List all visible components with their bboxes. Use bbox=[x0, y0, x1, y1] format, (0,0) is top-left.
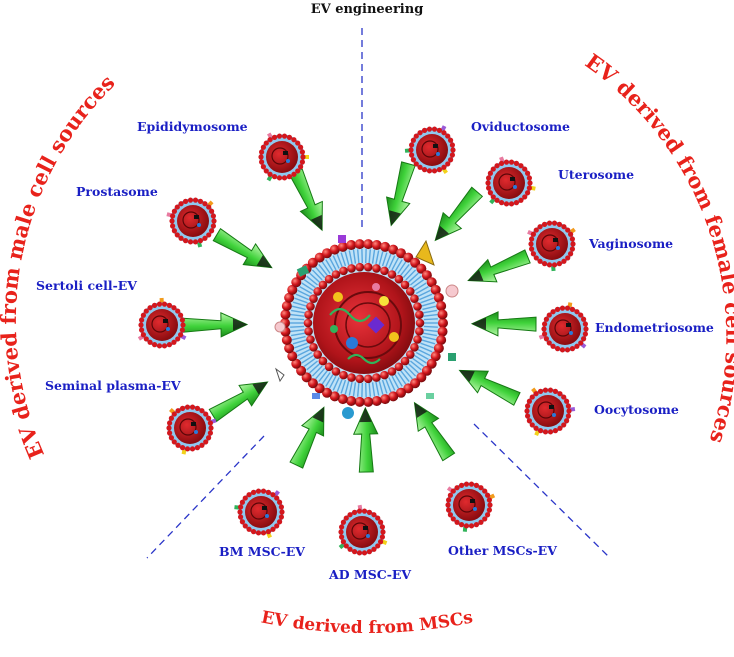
arrow-8 bbox=[472, 312, 536, 336]
label-uterosome: Uterosome bbox=[558, 167, 634, 182]
vesicle-uterosome bbox=[485, 157, 535, 207]
vesicle-oocytosome bbox=[524, 388, 575, 436]
label-sertoli-cell-ev: Sertoli cell-EV bbox=[36, 278, 137, 293]
top-title: EV engineering bbox=[0, 2, 734, 17]
vesicle-sertoli bbox=[138, 298, 187, 349]
label-ad-msc-ev: AD MSC-EV bbox=[329, 567, 411, 582]
central-ev bbox=[275, 235, 458, 419]
vesicle-seminal bbox=[166, 405, 216, 455]
vesicle-bm-msc-ev bbox=[234, 489, 284, 539]
arrow-10 bbox=[286, 402, 335, 470]
arrow-9 bbox=[454, 360, 522, 410]
vesicle-endometriosome bbox=[539, 302, 589, 352]
vesicle-other-mscs-ev bbox=[445, 482, 495, 532]
label-epididymosome: Epididymosome bbox=[137, 119, 248, 134]
arrow-6 bbox=[426, 184, 486, 248]
label-endometriosome: Endometriosome bbox=[595, 320, 714, 335]
label-prostasome: Prostasome bbox=[76, 184, 158, 199]
arrow-2 bbox=[211, 224, 278, 278]
vesicle-ad-msc-ev bbox=[338, 505, 387, 556]
label-seminal-plasma-ev: Seminal plasma-EV bbox=[45, 378, 181, 393]
arc-title-mscs: EV derived from MSCs bbox=[260, 608, 475, 639]
vesicle-prostasome bbox=[166, 198, 216, 248]
label-vaginosome: Vaginosome bbox=[589, 236, 673, 251]
arrow-3 bbox=[183, 312, 247, 337]
label-oviductosome: Oviductosome bbox=[471, 119, 570, 134]
vesicle-vaginosome bbox=[527, 221, 576, 272]
separator-right bbox=[474, 424, 608, 556]
arrow-7 bbox=[464, 245, 532, 291]
label-bm-msc-ev: BM MSC-EV bbox=[219, 544, 305, 559]
arrow-5 bbox=[380, 161, 420, 229]
arrow-12 bbox=[404, 396, 458, 463]
label-other-mscs-ev: Other MSCs-EV bbox=[448, 543, 557, 558]
arrow-4 bbox=[207, 372, 274, 426]
label-oocytosome: Oocytosome bbox=[594, 402, 679, 417]
arc-title-male: EV derived from male cell sources bbox=[0, 70, 120, 463]
arrow-11 bbox=[353, 408, 378, 472]
